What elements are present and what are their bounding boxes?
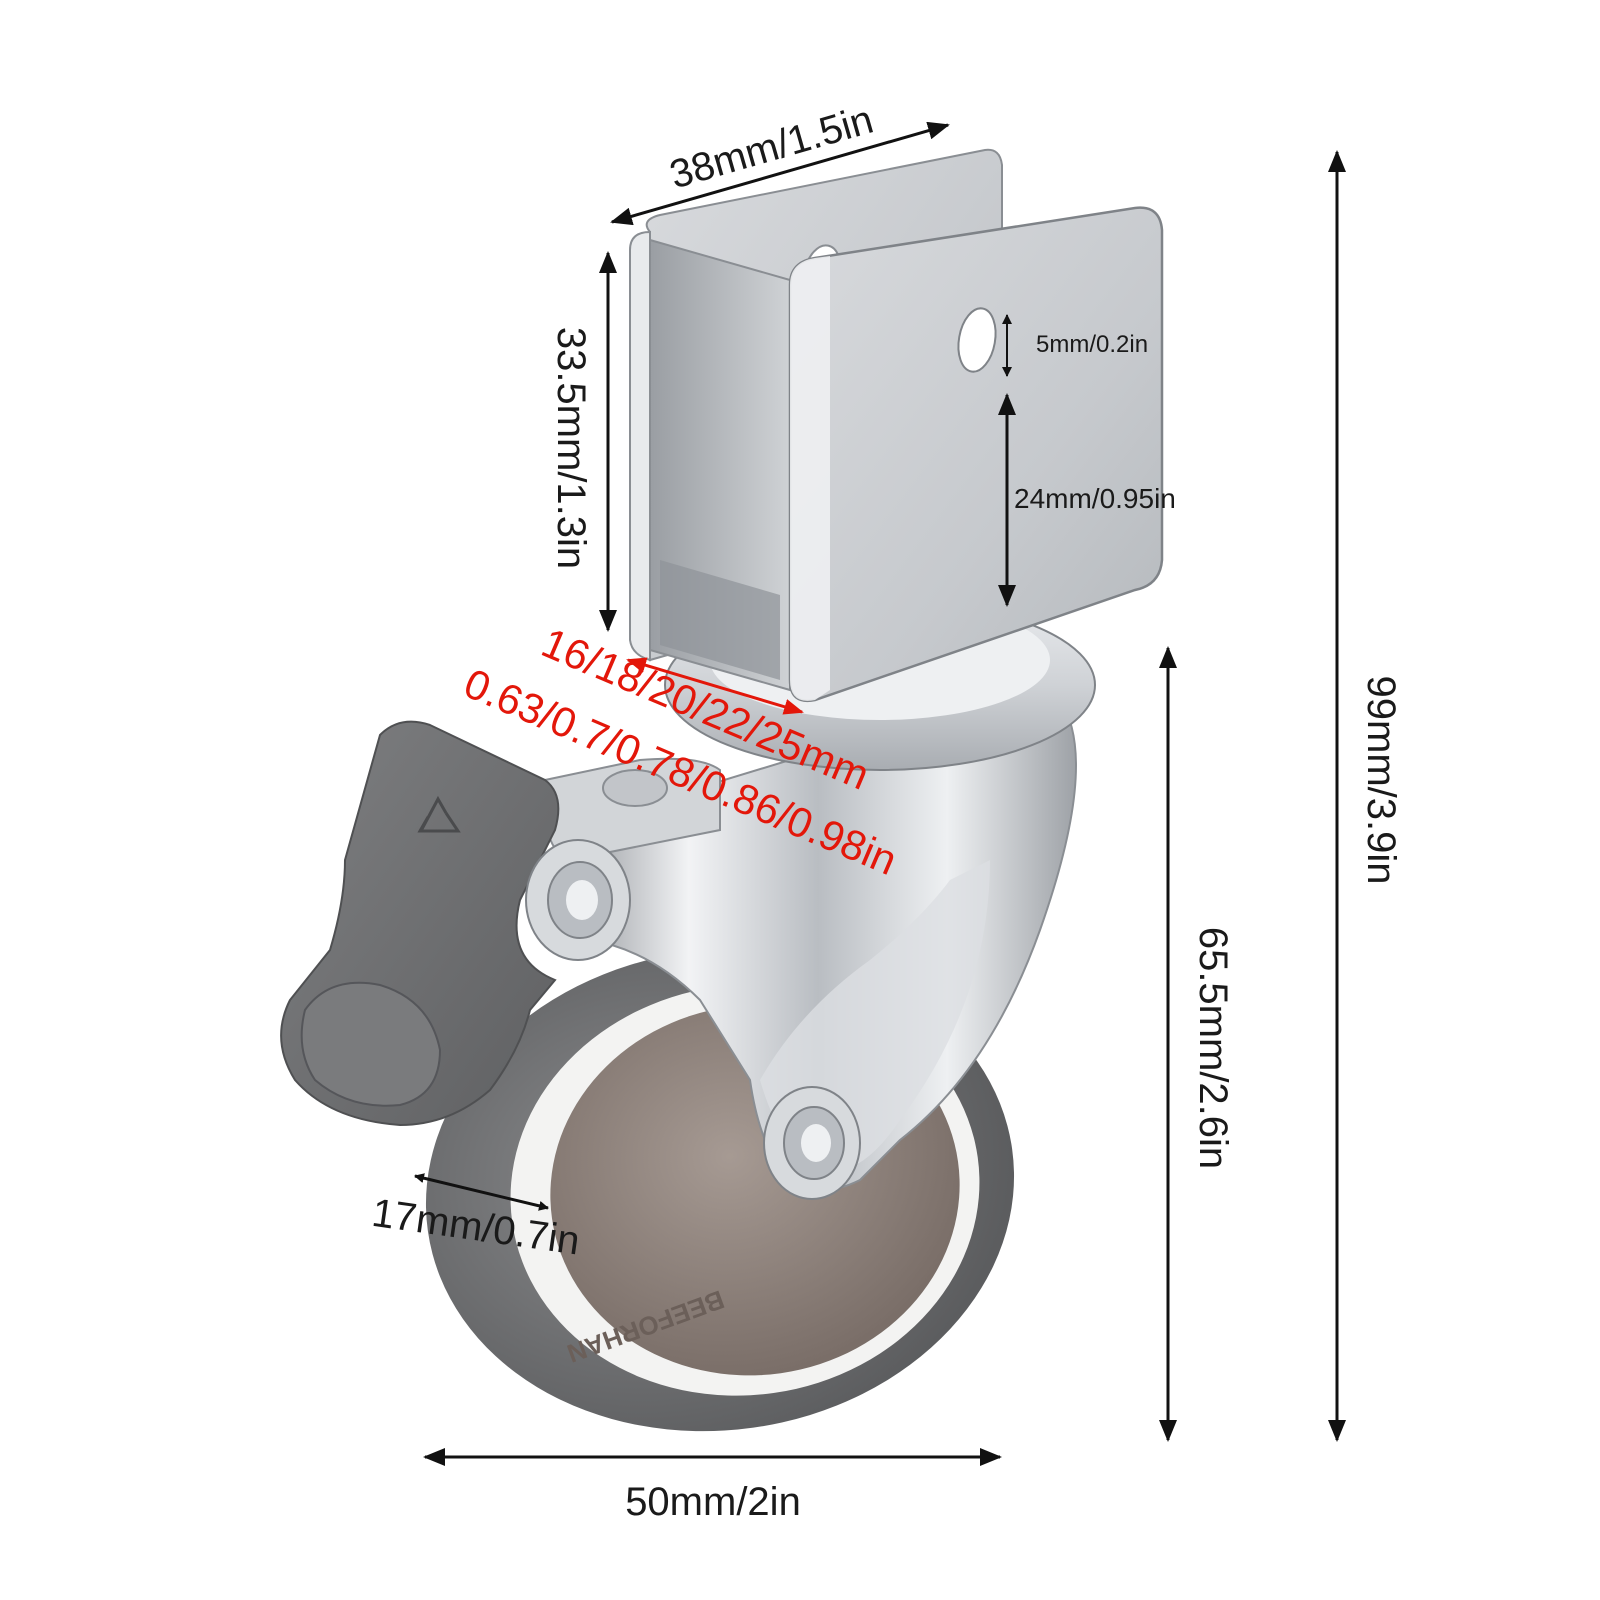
caster-illustration: BEEFORHAN (280, 148, 1164, 1432)
u-bracket (629, 148, 1164, 703)
label-bracket-height: 33.5mm/1.3in (549, 327, 593, 569)
brake-pedal (280, 720, 560, 1127)
wheel-axle-bolt (763, 1086, 861, 1200)
fork-rivet (602, 769, 668, 807)
label-wheel-assembly-height: 65.5mm/2.6in (1191, 927, 1235, 1169)
label-total-height: 99mm/3.9in (1359, 676, 1403, 885)
dim-line-wheel-width (414, 1173, 549, 1211)
dimension-lines (414, 121, 1346, 1466)
label-hole-diameter: 5mm/0.2in (1036, 331, 1148, 358)
bracket-side-wall (629, 230, 651, 662)
recycle-icon (417, 795, 461, 833)
bracket-front-hole (957, 307, 997, 373)
bracket-front-plate (788, 206, 1164, 703)
dim-line-top-width (610, 121, 950, 226)
dim-line-tube-size (626, 657, 804, 715)
label-wheel-diameter: 50mm/2in (625, 1480, 801, 1524)
brake-pivot-bolt (525, 839, 631, 961)
label-hole-to-base: 24mm/0.95in (1014, 483, 1176, 514)
